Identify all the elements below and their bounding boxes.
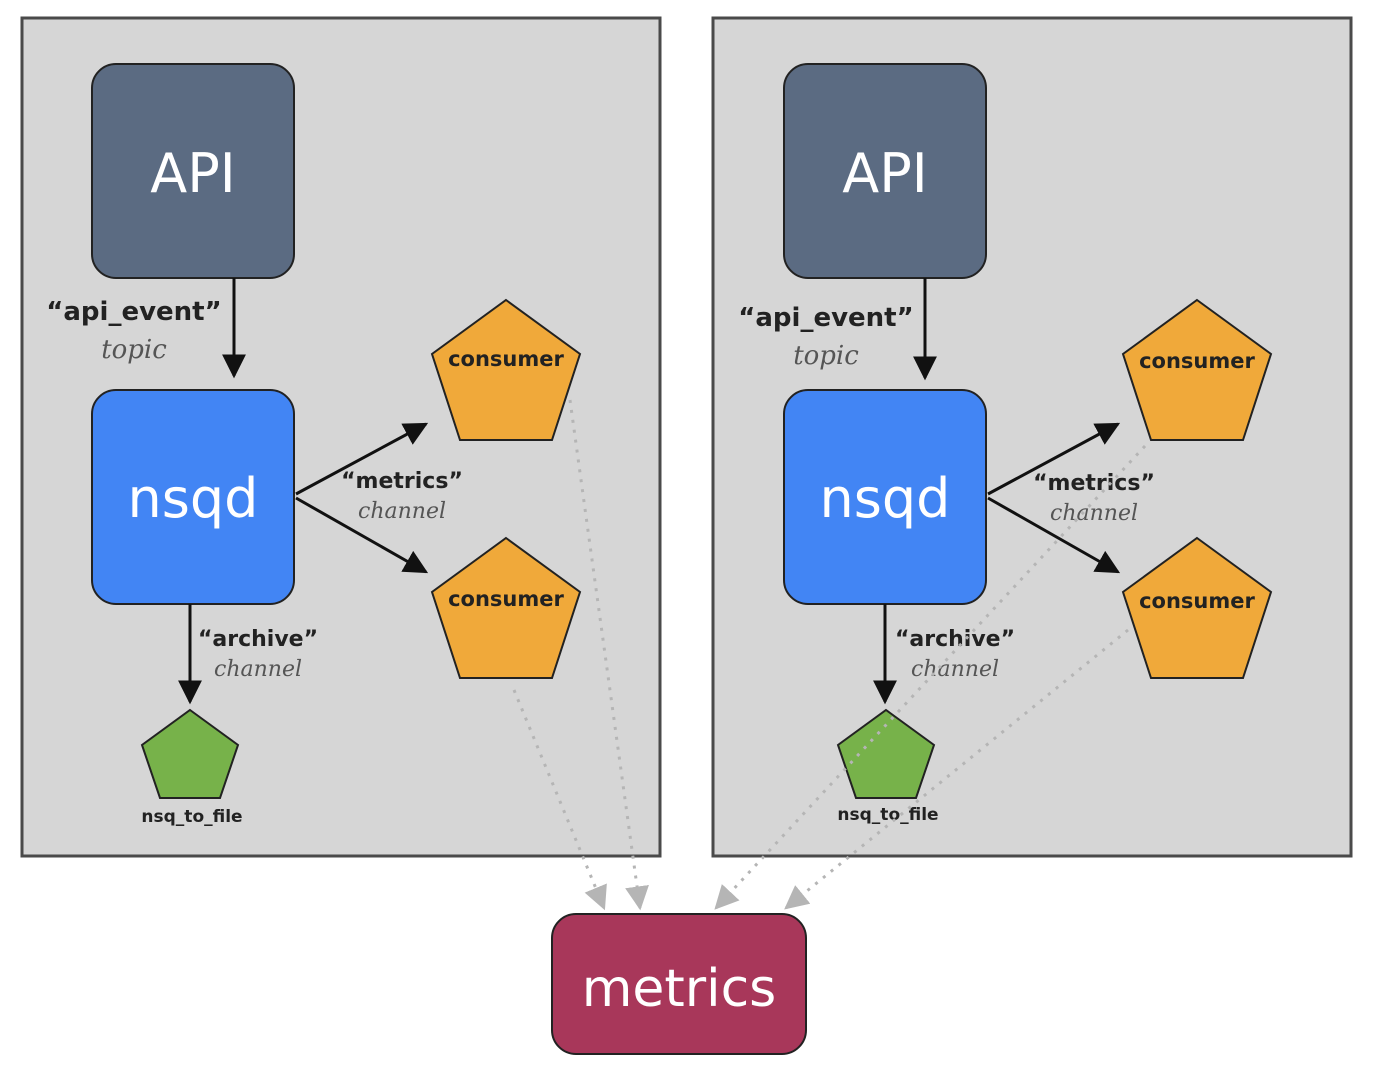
archive-channel-kind-left: channel: [214, 657, 302, 682]
topic-kind-right: topic: [793, 341, 859, 371]
metrics-node: metrics: [551, 913, 807, 1055]
topic-kind-left: topic: [101, 335, 167, 365]
archive-channel-name-right: “archive”: [895, 627, 1015, 652]
metrics-channel-name-right: “metrics”: [1033, 471, 1155, 496]
topic-name-right: “api_event”: [738, 303, 913, 333]
panel-right: API “api_event” topic nsqd “metrics” cha…: [711, 16, 1353, 858]
metrics-channel-kind-right: channel: [1050, 501, 1138, 526]
nsq-to-file-label-left: nsq_to_file: [141, 807, 242, 827]
api-node-left: API: [91, 63, 295, 279]
metrics-label: metrics: [582, 959, 777, 1019]
nsqd-label-right: nsqd: [820, 467, 951, 530]
consumer-bottom-right: consumer: [1121, 536, 1273, 679]
nsqd-label-left: nsqd: [128, 467, 259, 530]
consumer-top-label-right: consumer: [1139, 349, 1255, 373]
metrics-edge-top-left: [295, 422, 429, 496]
metrics-edge-bottom-right: [987, 496, 1121, 574]
metrics-channel-name-left: “metrics”: [341, 469, 463, 494]
nsq-to-file-label-right: nsq_to_file: [837, 805, 938, 825]
consumer-bottom-left: consumer: [430, 536, 582, 679]
metrics-channel-kind-left: channel: [358, 499, 446, 524]
api-label-left: API: [150, 142, 235, 205]
nsqd-node-left: nsqd: [91, 389, 295, 605]
api-node-right: API: [783, 63, 987, 279]
flow-consumer-bottom-right-to-metrics: [784, 628, 1129, 910]
nsq-to-file-left: nsq_to_file: [140, 708, 243, 827]
archive-channel-kind-right: channel: [911, 657, 999, 682]
nsqd-node-right: nsqd: [783, 389, 987, 605]
topic-name-left: “api_event”: [46, 297, 221, 327]
metrics-flows: [512, 399, 1147, 911]
consumer-bottom-label-right: consumer: [1139, 589, 1255, 613]
consumer-top-label-left: consumer: [448, 347, 564, 371]
panel-left: API “api_event” topic nsqd “metrics” cha…: [20, 16, 662, 858]
metrics-edge-bottom-left: [295, 496, 429, 574]
metrics-edge-top-right: [987, 422, 1121, 496]
api-label-right: API: [842, 142, 927, 205]
consumer-top-left: consumer: [430, 298, 582, 441]
consumer-top-right: consumer: [1121, 298, 1273, 441]
nsq-to-file-right: nsq_to_file: [836, 708, 939, 825]
consumer-bottom-label-left: consumer: [448, 587, 564, 611]
archive-channel-name-left: “archive”: [198, 627, 318, 652]
